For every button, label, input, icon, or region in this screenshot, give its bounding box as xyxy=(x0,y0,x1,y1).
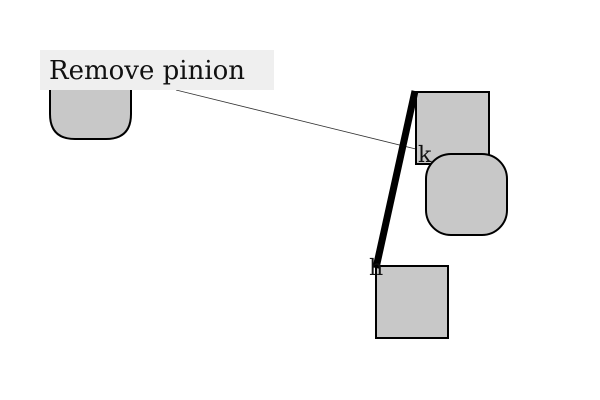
callout-text: Remove pinion xyxy=(49,56,245,86)
thick-connector xyxy=(372,90,419,269)
rounded-node-right xyxy=(425,153,508,236)
callout-leader-line xyxy=(175,89,433,154)
node-label-k: k xyxy=(418,143,432,168)
square-node-upper-right xyxy=(415,91,490,165)
callout-box xyxy=(40,50,274,90)
square-node-lower xyxy=(375,265,449,339)
rounded-node-left xyxy=(49,88,132,140)
node-label-h: h xyxy=(369,256,383,281)
